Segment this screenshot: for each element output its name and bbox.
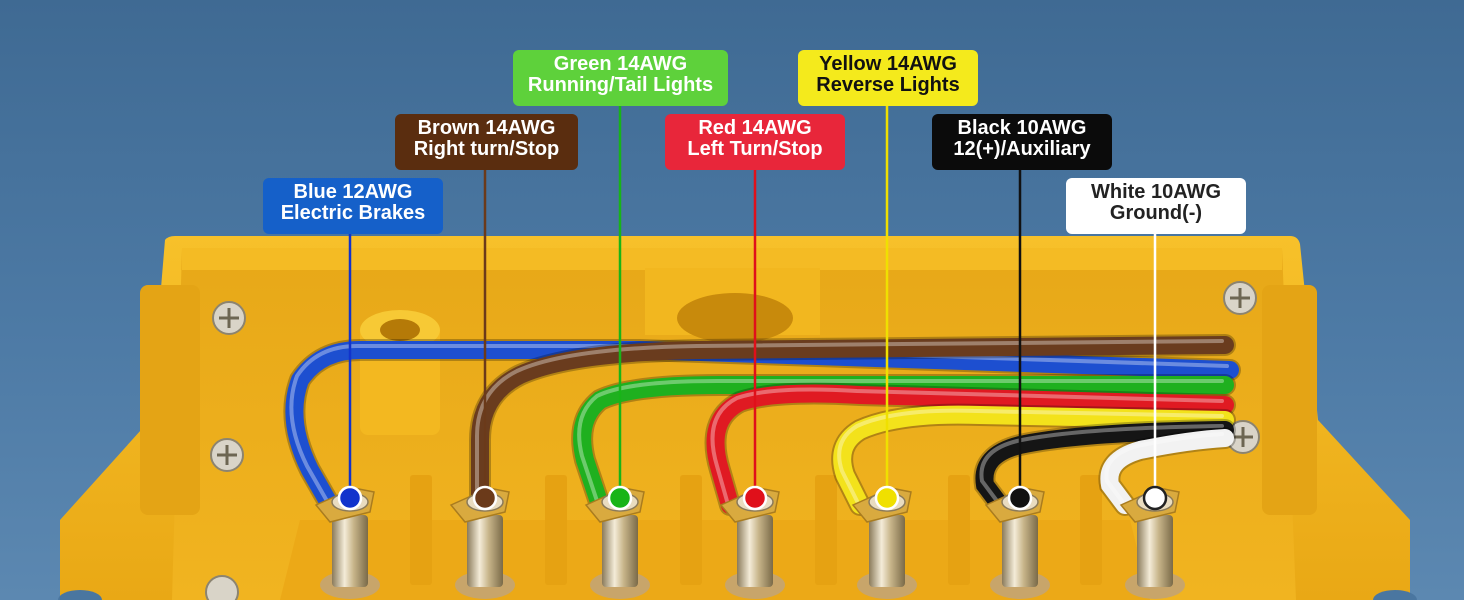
black-terminal-post bbox=[1002, 515, 1038, 587]
white-label-function: Ground(-) bbox=[1109, 202, 1203, 224]
screw-icon bbox=[1223, 281, 1257, 315]
white-label-gauge: White 10AWG bbox=[1090, 181, 1221, 203]
red-label-function: Left Turn/Stop bbox=[687, 138, 823, 160]
green-terminal-post bbox=[602, 515, 638, 587]
black-label-gauge: Black 10AWG bbox=[957, 117, 1087, 139]
blue-terminal-post bbox=[332, 515, 368, 587]
blue-terminal-dot bbox=[337, 485, 363, 511]
green-label-function: Running/Tail Lights bbox=[527, 74, 714, 96]
yellow-terminal-dot bbox=[874, 485, 900, 511]
black-terminal-dot bbox=[1007, 485, 1033, 511]
black-wire-highlight bbox=[979, 424, 1224, 503]
yellow-terminal-post bbox=[869, 515, 905, 587]
screw-icon bbox=[210, 438, 244, 472]
black-label-function: 12(+)/Auxiliary bbox=[953, 138, 1091, 160]
black-wire bbox=[975, 421, 1234, 514]
brown-wire-highlight bbox=[475, 339, 1224, 503]
mounting-screws bbox=[205, 281, 1260, 600]
screw-icon bbox=[205, 575, 239, 600]
terminal-dots bbox=[337, 485, 1168, 511]
red-terminal-dot bbox=[742, 485, 768, 511]
yellow-wire-highlight bbox=[837, 408, 1224, 503]
green-label-gauge: Green 14AWG bbox=[553, 53, 688, 75]
yellow-label-function: Reverse Lights bbox=[816, 74, 960, 96]
leader-lines bbox=[348, 106, 1157, 498]
white-terminal-post bbox=[1137, 515, 1173, 587]
brown-terminal-post bbox=[467, 515, 503, 587]
brown-wire bbox=[471, 336, 1234, 514]
red-wire bbox=[706, 384, 1234, 514]
red-terminal-post bbox=[737, 515, 773, 587]
yellow-wire bbox=[833, 405, 1234, 514]
red-wire-highlight bbox=[710, 387, 1224, 503]
brown-label-gauge: Brown 14AWG bbox=[417, 117, 556, 139]
yellow-label-gauge: Yellow 14AWG bbox=[819, 53, 957, 75]
red-label-gauge: Red 14AWG bbox=[698, 117, 812, 139]
brown-terminal-dot bbox=[472, 485, 498, 511]
white-wire-highlight bbox=[1104, 432, 1224, 503]
brown-label-function: Right turn/Stop bbox=[413, 138, 560, 160]
green-terminal-dot bbox=[607, 485, 633, 511]
white-terminal-dot bbox=[1142, 485, 1168, 511]
screw-icon bbox=[1226, 420, 1260, 454]
white-wire bbox=[1100, 429, 1234, 514]
screw-icon bbox=[212, 301, 246, 335]
blue-label-function: Electric Brakes bbox=[280, 202, 426, 224]
wires bbox=[283, 334, 1241, 516]
green-wire-highlight bbox=[577, 379, 1224, 503]
green-wire bbox=[573, 376, 1234, 514]
blue-label-gauge: Blue 12AWG bbox=[293, 181, 413, 203]
